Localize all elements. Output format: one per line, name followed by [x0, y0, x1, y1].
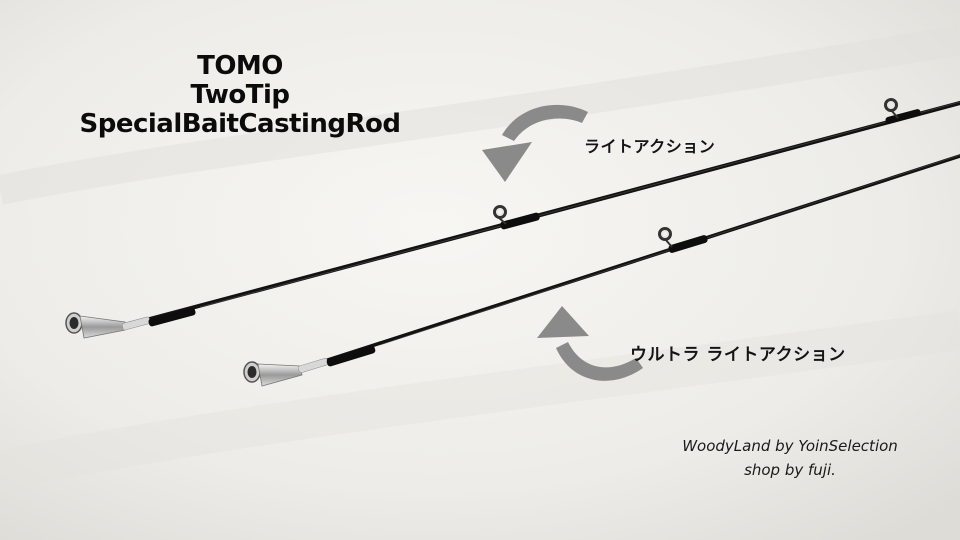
- thread-wrap: [326, 345, 376, 367]
- product-title: TOMO TwoTip SpecialBaitCastingRod: [60, 52, 420, 139]
- credit-line: WoodyLand by YoinSelection: [682, 437, 898, 455]
- rod-blank: [298, 154, 960, 371]
- rod-tip-top: [243, 357, 329, 387]
- thread-wrap: [148, 307, 196, 327]
- rod-tip-top: [65, 312, 151, 339]
- rod-guide: [493, 205, 540, 230]
- ultra-light-action-label: ウルトラ ライトアクション: [630, 345, 846, 365]
- title-line: SpecialBaitCastingRod: [79, 109, 401, 139]
- curved-arrow-icon: [482, 104, 588, 182]
- fabric-fold: [0, 310, 960, 490]
- title-line: TOMO: [197, 51, 283, 81]
- fabric-fold: [0, 25, 960, 205]
- title-line: TwoTip: [190, 80, 290, 110]
- rod-guide: [884, 98, 921, 124]
- credit-line: shop by fuji.: [744, 461, 836, 479]
- rod-ultra-light-action: [243, 154, 960, 387]
- light-action-label: ライトアクション: [584, 137, 716, 156]
- rod-light-action: [65, 98, 960, 339]
- shop-credit: WoodyLand by YoinSelection shop by fuji.: [650, 434, 930, 482]
- curved-arrow-icon: [537, 306, 643, 381]
- rod-guide: [658, 227, 708, 253]
- rod-highlight: [199, 101, 960, 308]
